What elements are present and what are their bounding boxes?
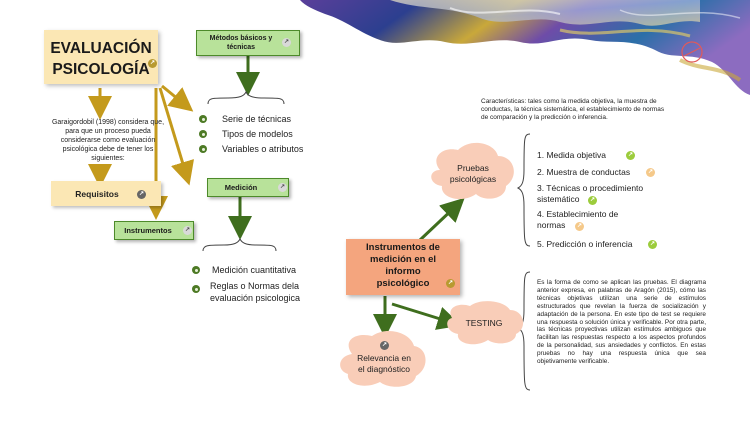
link-icon[interactable]: ↗: [648, 240, 657, 249]
metodos-item: Tipos de modelos: [222, 129, 293, 139]
link-icon[interactable]: ↗: [588, 196, 597, 205]
link-icon[interactable]: ↗: [183, 226, 192, 235]
pruebas-item: 4. Establecimiento de normas: [537, 209, 619, 230]
garaigordobil-text: Garaigordobil (1998) considera que, para…: [51, 119, 165, 162]
instrumentos-label: Instrumentos: [124, 226, 172, 235]
relevancia-label: Relevancia en el diagnóstico: [357, 353, 411, 374]
bullet-icon: [199, 145, 207, 153]
center-label: Instrumentos de medición en el informo p…: [366, 242, 440, 289]
link-icon[interactable]: ↗: [282, 38, 291, 47]
brace-medicion: [202, 237, 277, 252]
title-box: EVALUACIÓN PSICOLOGÍA ↗: [44, 30, 158, 84]
medicion-label: Medición: [224, 183, 258, 192]
metodos-box: Métodos básicos y técnicas ↗: [196, 30, 300, 56]
caracteristicas-text: Características: tales como la medida ob…: [481, 98, 665, 121]
link-icon[interactable]: ↗: [380, 341, 389, 350]
pruebas-item: 3. Técnicas o procedimiento sistemático: [537, 183, 644, 204]
pruebas-blob: [431, 142, 514, 200]
pruebas-item: 1. Medida objetiva: [537, 150, 606, 160]
pruebas-item: 5. Predicción o inferencia: [537, 239, 633, 249]
instrumentos-box: Instrumentos ↗: [114, 221, 194, 240]
pruebas-label: Pruebas psicológicas: [449, 163, 497, 184]
relevancia-blob: [340, 331, 426, 387]
link-icon[interactable]: ↗: [626, 151, 635, 160]
brace-metodos: [207, 90, 285, 105]
medicion-item: Reglas o Normas dela evaluación psicolog…: [210, 281, 301, 303]
testing-blob: [447, 301, 524, 345]
bullet-icon: [192, 285, 200, 293]
link-icon[interactable]: ↗: [137, 190, 146, 199]
page-title: EVALUACIÓN PSICOLOGÍA: [50, 40, 152, 78]
bullet-icon: [199, 130, 207, 138]
instrumentos-medicion-box: Instrumentos de medición en el informo p…: [346, 239, 460, 295]
medicion-item: Medición cuantitativa: [212, 265, 297, 275]
link-icon[interactable]: ↗: [446, 279, 455, 288]
requisitos-label: Requisitos: [75, 189, 119, 199]
bullet-icon: [199, 115, 207, 123]
requisitos-box: Requisitos ↗: [51, 181, 161, 206]
metodos-item: Serie de técnicas: [222, 114, 292, 124]
metodos-label: Métodos básicos y técnicas: [209, 35, 273, 51]
link-icon[interactable]: ↗: [278, 183, 287, 192]
testing-description: Es la forma de como se aplican las prueb…: [537, 279, 706, 366]
metodos-item: Variables o atributos: [222, 144, 304, 154]
link-icon[interactable]: ↗: [148, 59, 157, 68]
testing-label: TESTING: [465, 318, 503, 328]
medicion-box: Medición ↗: [207, 178, 289, 197]
link-icon[interactable]: ↗: [646, 168, 655, 177]
brace-pruebas: [516, 133, 531, 247]
pruebas-item: 2. Muestra de conductas: [537, 167, 631, 177]
link-icon[interactable]: ↗: [575, 222, 584, 231]
bullet-icon: [192, 266, 200, 274]
